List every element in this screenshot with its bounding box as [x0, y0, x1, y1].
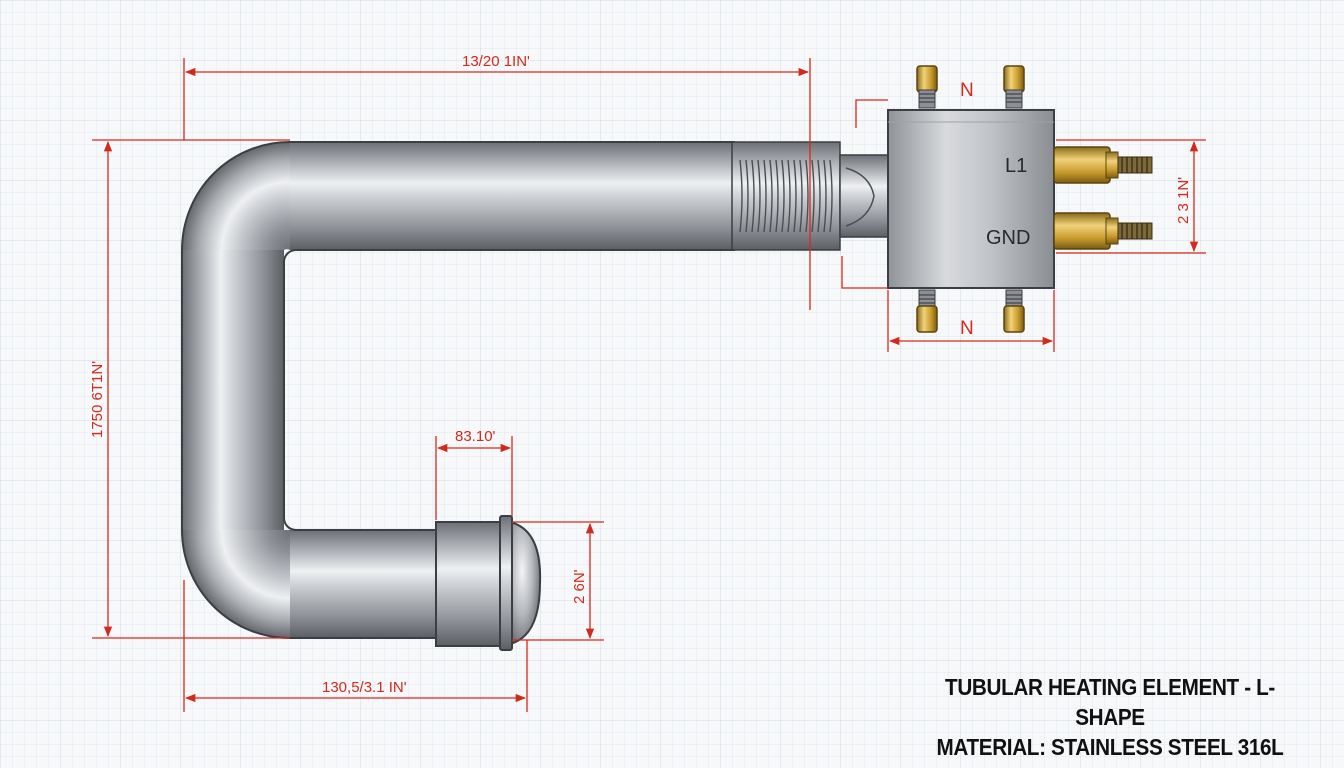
terminal-box	[887, 109, 1055, 289]
coil-winding	[751, 159, 755, 233]
top-terminal-studs	[916, 65, 1025, 109]
dim-cap-width: 83.10'	[455, 428, 496, 445]
title-block: TUBULAR HEATING ELEMENT - L-SHAPE MATERI…	[917, 672, 1304, 762]
coil-winding	[775, 159, 779, 233]
coil-winding	[811, 159, 815, 233]
coil-section	[731, 141, 889, 251]
coil-winding	[757, 159, 761, 233]
bottom-n-label: N	[960, 318, 974, 339]
coil-winding	[763, 159, 767, 233]
bottom-terminal-studs	[916, 289, 1025, 333]
caption-material: MATERIAL: STAINLESS STEEL 316L	[936, 734, 1284, 760]
caption-title: TUBULAR HEATING ELEMENT - L-SHAPE	[945, 674, 1275, 730]
dim-left-height: 1750 6T1N'	[89, 361, 106, 438]
dim-top-length: 13/20 1IN'	[462, 53, 530, 70]
coil-winding	[781, 159, 785, 233]
coil-winding	[799, 159, 803, 233]
coil-winding	[739, 159, 743, 233]
dim-bottom-length: 130,5/3.1 IN'	[322, 679, 407, 696]
coil-winding	[805, 159, 809, 233]
tube	[181, 141, 735, 639]
coil-winding	[829, 159, 833, 233]
coil-winding	[823, 159, 827, 233]
coil-winding	[817, 159, 821, 233]
side-terminals	[1053, 146, 1153, 250]
l1-label: L1	[1005, 155, 1027, 177]
dimension-lines	[92, 58, 1206, 712]
gnd-label: GND	[986, 227, 1030, 249]
coil-winding	[787, 159, 791, 233]
dim-terminal-spacing: 2 3 1N'	[1175, 177, 1192, 224]
coil-winding	[793, 159, 797, 233]
top-n-label: N	[960, 80, 974, 101]
end-cap	[435, 515, 542, 651]
dim-cap-height: 2 6N'	[571, 569, 588, 604]
coil-winding	[745, 159, 749, 233]
coil-winding	[769, 159, 773, 233]
